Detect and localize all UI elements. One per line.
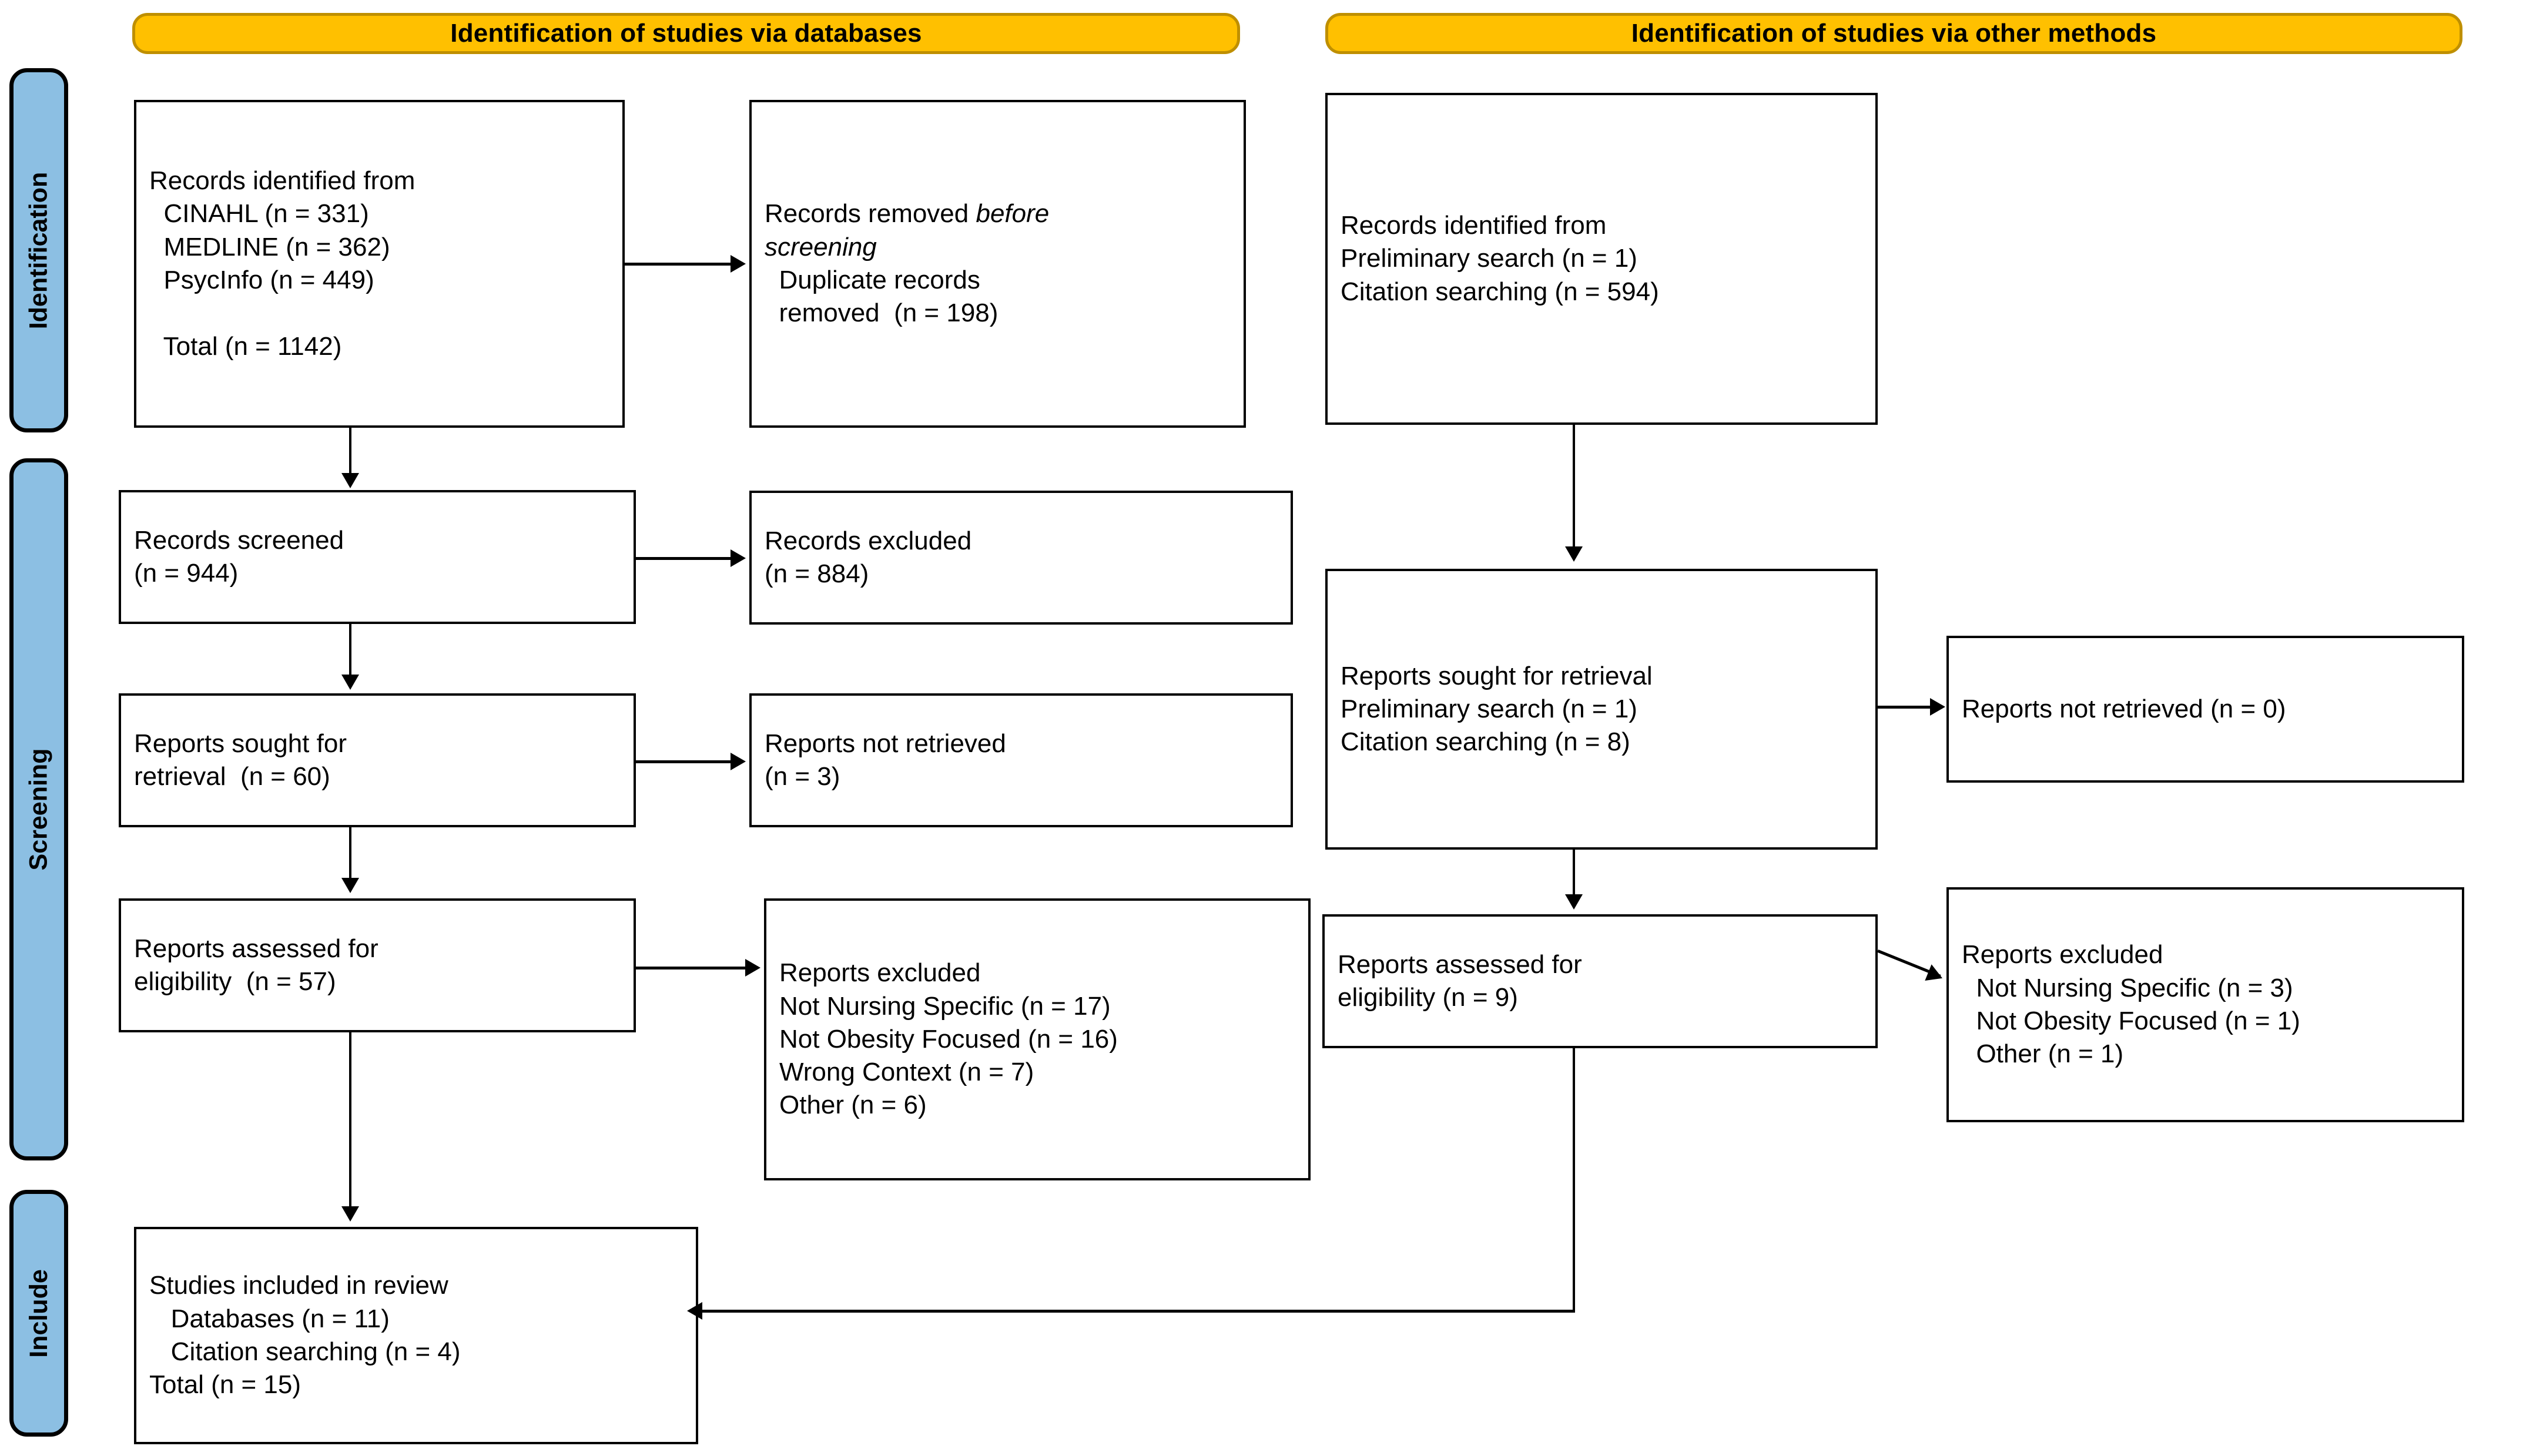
records-excluded-line-0: Records excluded [765,526,972,555]
rail-include-label: Include [24,1269,53,1358]
banner-identification-databases: Identification of studies via databases [132,13,1240,54]
connector-assessed-to-included [349,1032,351,1209]
arrowhead-assessed-to-included [341,1206,359,1222]
node-records-identified-databases: Records identified from CINAHL (n = 331)… [134,100,625,428]
arrowhead-other-sought-to-not-retrieved [1930,698,1945,716]
records-removed-italic-screening: screening [765,232,877,261]
node-reports-excluded-other: Reports excluded Not Nursing Specific (n… [1946,887,2464,1122]
arrowhead-sought-to-assessed [341,878,359,893]
studies-included-line-0: Studies included in review [149,1271,448,1300]
records-identified-line-3: PsycInfo (n = 449) [149,266,374,294]
records-screened-line-1: (n = 944) [134,559,239,588]
records-excluded-line-1: (n = 884) [765,559,869,588]
reports-not-retrieved-other-line-0: Reports not retrieved (n = 0) [1962,694,2286,723]
connector-screened-to-excluded [636,557,731,560]
arrowhead-other-sought-to-assessed [1565,894,1583,910]
reports-sought-other-line-1: Preliminary search (n = 1) [1341,694,1637,723]
arrowhead-assessed-to-excluded [745,959,760,977]
reports-excluded-line-1: Not Nursing Specific (n = 17) [779,991,1111,1021]
studies-included-line-3: Total (n = 15) [149,1370,301,1400]
reports-sought-other-line-2: Citation searching (n = 8) [1341,727,1630,757]
records-identified-other-line-0: Records identified from [1341,211,1607,240]
connector-sought-to-assessed [349,827,351,880]
studies-included-line-1: Databases (n = 11) [149,1304,390,1333]
rail-screening: Screening [9,458,68,1160]
reports-sought-line-0: Reports sought for [134,729,347,758]
arrowhead-identified-to-removed [731,255,746,273]
records-identified-line-4 [149,297,609,330]
node-reports-assessed-eligibility-other: Reports assessed for eligibility (n = 9) [1322,914,1878,1048]
arrowhead-sought-to-not-retrieved [731,753,746,770]
records-screened-line-0: Records screened [134,525,344,555]
studies-included-line-2: Citation searching (n = 4) [149,1337,461,1366]
records-removed-line-4: removed (n = 198) [765,298,999,328]
node-records-excluded: Records excluded (n = 884) [749,491,1293,625]
records-identified-other-line-1: Preliminary search (n = 1) [1341,244,1637,273]
node-reports-sought-retrieval: Reports sought for retrieval (n = 60) [119,693,636,827]
node-records-screened: Records screened (n = 944) [119,490,636,624]
reports-excluded-line-0: Reports excluded [779,958,981,988]
reports-excluded-line-2: Not Obesity Focused (n = 16) [779,1024,1118,1054]
arrowhead-other-assessed-to-excluded [1925,964,1946,987]
reports-excluded-other-line-0: Reports excluded [1962,940,2163,969]
reports-excluded-line-3: Wrong Context (n = 7) [779,1058,1034,1087]
rail-include: Include [9,1190,68,1437]
reports-excluded-other-line-2: Not Obesity Focused (n = 1) [1962,1007,2300,1035]
arrowhead-identified-to-screened [341,473,359,488]
node-reports-assessed-eligibility: Reports assessed for eligibility (n = 57… [119,898,636,1032]
node-reports-not-retrieved-other: Reports not retrieved (n = 0) [1946,636,2464,783]
arrowhead-other-identified-to-sought [1565,546,1583,562]
reports-assessed-line-1: eligibility (n = 57) [134,967,336,996]
reports-not-retrieved-line-0: Reports not retrieved [765,729,1006,758]
arrowhead-screened-to-sought [341,675,359,690]
records-identified-other-line-2: Citation searching (n = 594) [1341,277,1659,306]
connector-other-assessed-down [1573,1048,1575,1313]
banner-other-methods-label: Identification of studies via other meth… [1631,19,2157,48]
reports-assessed-other-line-0: Reports assessed for [1338,950,1582,979]
node-reports-excluded: Reports excluded Not Nursing Specific (n… [764,898,1311,1180]
banner-identification-other-methods: Identification of studies via other meth… [1325,13,2462,54]
node-reports-sought-retrieval-other: Reports sought for retrieval Preliminary… [1325,569,1878,850]
arrowhead-other-to-included [687,1302,702,1320]
rail-identification: Identification [9,68,68,432]
connector-other-sought-to-not-retrieved [1878,706,1931,709]
node-reports-not-retrieved: Reports not retrieved (n = 3) [749,693,1293,827]
records-removed-line-1: Records removed before [765,197,1231,230]
records-removed-line-3: Duplicate records [765,266,980,294]
node-records-identified-other-methods: Records identified from Preliminary sear… [1325,93,1878,425]
records-removed-text: Records removed [765,199,976,229]
rail-identification-label: Identification [24,172,53,329]
records-removed-italic-before: before [976,199,1050,229]
node-studies-included-in-review: Studies included in review Databases (n … [134,1227,698,1444]
records-identified-line-0: Records identified from [149,166,416,196]
reports-assessed-line-0: Reports assessed for [134,934,378,963]
banner-databases-label: Identification of studies via databases [450,19,922,48]
rail-screening-label: Screening [24,748,53,871]
records-identified-line-5: Total (n = 1142) [149,331,342,361]
node-records-removed-before-screening: Records removed before screening Duplica… [749,100,1246,428]
reports-sought-other-line-0: Reports sought for retrieval [1341,661,1653,690]
reports-not-retrieved-line-1: (n = 3) [765,762,840,791]
connector-identified-to-removed [625,263,731,266]
connector-other-to-included-horizontal [702,1310,1575,1313]
connector-identified-to-screened [349,428,351,475]
reports-excluded-other-line-3: Other (n = 1) [1962,1039,2124,1069]
reports-sought-line-1: retrieval (n = 60) [134,762,330,791]
reports-excluded-line-4: Other (n = 6) [779,1091,927,1120]
connector-assessed-to-excluded [636,967,746,969]
connector-other-identified-to-sought [1573,425,1575,548]
records-identified-line-2: MEDLINE (n = 362) [149,232,390,261]
reports-excluded-other-line-1: Not Nursing Specific (n = 3) [1962,973,2293,1002]
records-identified-line-1: CINAHL (n = 331) [149,199,369,229]
arrowhead-screened-to-excluded [731,549,746,567]
reports-assessed-other-line-1: eligibility (n = 9) [1338,983,1518,1012]
connector-other-sought-to-assessed [1573,850,1575,897]
connector-sought-to-not-retrieved [636,760,731,763]
connector-screened-to-sought [349,624,351,677]
